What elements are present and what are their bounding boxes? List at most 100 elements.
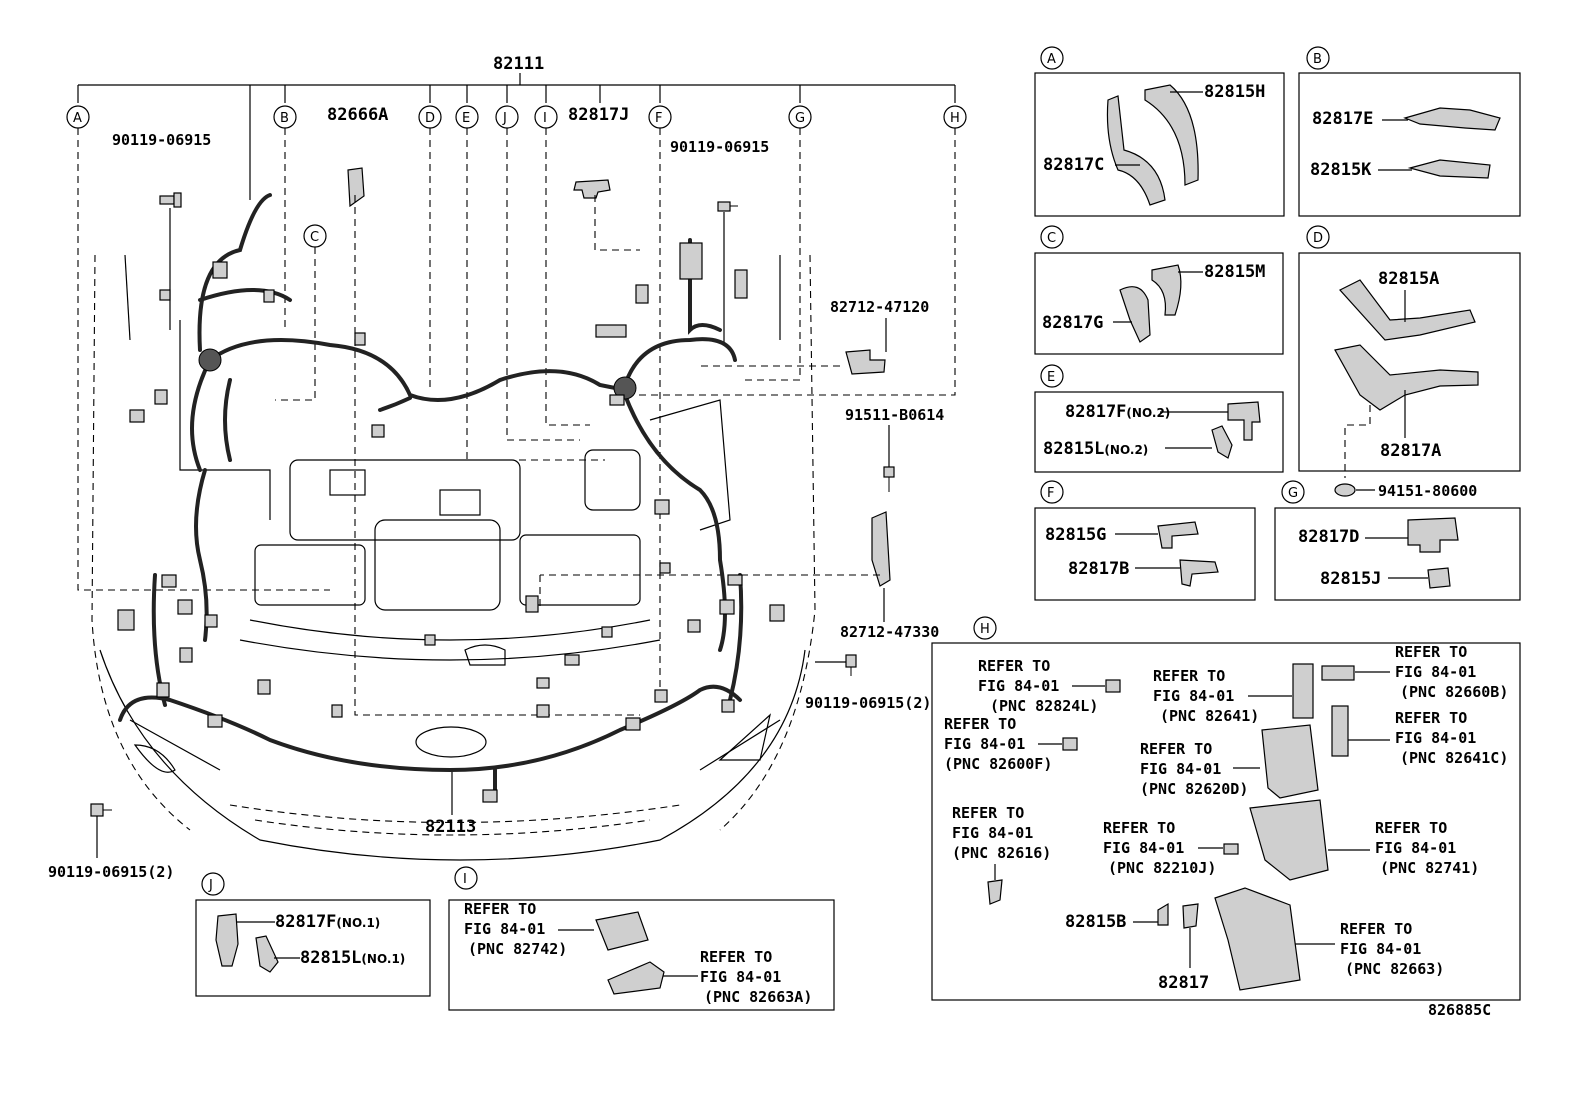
svg-text:FIG 84-01: FIG 84-01 — [1103, 839, 1184, 857]
label-82817D[interactable]: 82817D — [1298, 527, 1359, 547]
ref-82824L[interactable]: REFER TO FIG 84-01 (PNC 82824L) — [978, 657, 1121, 715]
bolt-icon — [90, 803, 112, 817]
callout-A[interactable]: A — [66, 105, 90, 129]
bolt-icon — [717, 201, 738, 212]
part-82815M[interactable] — [1151, 264, 1182, 316]
svg-text:C: C — [310, 230, 319, 245]
svg-text:F: F — [1047, 486, 1054, 501]
label-82815G[interactable]: 82815G — [1045, 525, 1106, 545]
part-82817C[interactable] — [1106, 95, 1166, 206]
svg-text:REFER TO: REFER TO — [1140, 740, 1212, 758]
svg-text:FIG 84-01: FIG 84-01 — [1153, 687, 1234, 705]
label-82815M[interactable]: 82815M — [1204, 262, 1265, 282]
label-82815H[interactable]: 82815H — [1204, 82, 1265, 102]
svg-text:D: D — [1313, 231, 1323, 246]
svg-text:H: H — [980, 622, 990, 637]
label-82815L-no2[interactable]: 82815L(NO.2) — [1043, 439, 1148, 459]
ref-82663A[interactable]: REFER TO FIG 84-01 (PNC 82663A) — [607, 948, 812, 1006]
callout-H[interactable]: H — [943, 105, 967, 129]
label-82817G[interactable]: 82817G — [1042, 313, 1103, 333]
label-82666A[interactable]: 82666A — [327, 105, 388, 125]
ref-82663[interactable]: REFER TO FIG 84-01 (PNC 82663) — [1214, 887, 1444, 991]
clip-94151[interactable] — [1334, 483, 1356, 497]
label-82111[interactable]: 82111 — [493, 54, 544, 74]
ref-82620D[interactable]: REFER TO FIG 84-01 (PNC 82620D) — [1140, 724, 1319, 799]
label-82113[interactable]: 82113 — [425, 817, 476, 837]
label-bolt-br[interactable]: 90119-06915(2) — [805, 694, 931, 712]
label-82817C[interactable]: 82817C — [1043, 155, 1104, 175]
panel-B: B 82817E 82815K — [1298, 46, 1521, 217]
svg-text:FIG 84-01: FIG 84-01 — [1395, 663, 1476, 681]
svg-text:FIG 84-01: FIG 84-01 — [1340, 940, 1421, 958]
svg-text:REFER TO: REFER TO — [1103, 819, 1175, 837]
label-82817J[interactable]: 82817J — [568, 105, 629, 125]
ref-82600F[interactable]: REFER TO FIG 84-01 (PNC 82600F) — [944, 715, 1078, 773]
part-82815A[interactable] — [1339, 279, 1476, 341]
callout-D[interactable]: D — [418, 105, 442, 129]
label-82817F-no2[interactable]: 82817F(NO.2) — [1065, 402, 1170, 422]
part-82817F-no1[interactable] — [215, 913, 239, 967]
callout-I[interactable]: I — [534, 105, 558, 129]
bolt-icon — [845, 654, 857, 676]
clip-82817J — [573, 179, 611, 199]
callout-E[interactable]: E — [455, 105, 479, 129]
label-82817B[interactable]: 82817B — [1068, 559, 1129, 579]
callout-B[interactable]: B — [273, 105, 297, 129]
callout-J[interactable]: J — [495, 105, 519, 129]
part-82817A[interactable] — [1334, 344, 1479, 411]
ref-82641C[interactable]: REFER TO FIG 84-01 (PNC 82641C) — [1331, 705, 1508, 767]
part-82815H[interactable] — [1144, 84, 1199, 186]
part-82815B[interactable]: 82815B — [1065, 902, 1169, 932]
label-82815L-no1[interactable]: 82815L(NO.1) — [300, 948, 405, 968]
svg-text:E: E — [462, 111, 470, 126]
svg-text:FIG 84-01: FIG 84-01 — [944, 735, 1025, 753]
label-bolt-bl[interactable]: 90119-06915(2) — [48, 863, 174, 881]
part-82817G[interactable] — [1119, 286, 1151, 343]
svg-text:G: G — [795, 111, 805, 126]
label-82815K[interactable]: 82815K — [1310, 160, 1372, 180]
part-82815L-no1[interactable] — [255, 935, 279, 973]
label-82817A[interactable]: 82817A — [1380, 441, 1441, 461]
label-94151-80600[interactable]: 94151-80600 — [1378, 482, 1477, 500]
vehicle-body-outline — [91, 254, 816, 861]
label-82815J[interactable]: 82815J — [1320, 569, 1381, 589]
svg-text:(PNC 82616): (PNC 82616) — [952, 844, 1051, 862]
label-bolt-tr[interactable]: 90119-06915 — [670, 138, 769, 156]
label-82815A[interactable]: 82815A — [1378, 269, 1439, 289]
part-82817F-no2[interactable] — [1227, 401, 1261, 441]
wire-harness-82113[interactable] — [118, 573, 744, 797]
svg-text:REFER TO: REFER TO — [1375, 819, 1447, 837]
label-82817F-no1[interactable]: 82817F(NO.1) — [275, 912, 380, 932]
label-bolt-tl[interactable]: 90119-06915 — [112, 131, 211, 149]
label-82817E[interactable]: 82817E — [1312, 109, 1373, 129]
part-82817D[interactable] — [1407, 517, 1459, 553]
svg-text:REFER TO: REFER TO — [700, 948, 772, 966]
wire-harness-82111[interactable] — [190, 193, 737, 652]
label-82712-47120[interactable]: 82712-47120 — [830, 298, 929, 316]
part-82817E[interactable] — [1403, 107, 1501, 131]
part-82815K[interactable] — [1407, 159, 1491, 179]
label-82712-47330[interactable]: 82712-47330 — [840, 623, 939, 641]
ref-82210J[interactable]: REFER TO FIG 84-01 (PNC 82210J) — [1103, 819, 1239, 877]
ref-82641[interactable]: REFER TO FIG 84-01 (PNC 82641) — [1153, 663, 1314, 725]
part-82815J[interactable] — [1427, 567, 1451, 589]
svg-text:(PNC 82660B): (PNC 82660B) — [1400, 683, 1508, 701]
svg-text:(PNC 82620D): (PNC 82620D) — [1140, 780, 1248, 798]
label-91511[interactable]: 91511-B0614 — [845, 406, 944, 424]
callout-G[interactable]: G — [788, 105, 812, 129]
ref-82742[interactable]: REFER TO FIG 84-01 (PNC 82742) — [464, 900, 649, 958]
callout-C[interactable]: C — [303, 224, 327, 248]
svg-text:H: H — [950, 111, 960, 126]
ref-82616[interactable]: REFER TO FIG 84-01 (PNC 82616) — [952, 804, 1051, 905]
svg-text:(PNC 82741): (PNC 82741) — [1380, 859, 1479, 877]
ref-82741[interactable]: REFER TO FIG 84-01 (PNC 82741) — [1249, 799, 1479, 881]
part-82817[interactable]: 82817 — [1158, 903, 1209, 993]
panel-E: E 82817F(NO.2) 82815L(NO.2) — [1034, 364, 1284, 473]
part-82815L-no2[interactable] — [1211, 425, 1233, 459]
part-82817B[interactable] — [1179, 559, 1219, 587]
svg-text:REFER TO: REFER TO — [952, 804, 1024, 822]
part-82815G[interactable] — [1157, 521, 1199, 549]
svg-text:REFER TO: REFER TO — [1395, 643, 1467, 661]
ref-82660B[interactable]: REFER TO FIG 84-01 (PNC 82660B) — [1321, 643, 1508, 701]
callout-F[interactable]: F — [648, 105, 672, 129]
